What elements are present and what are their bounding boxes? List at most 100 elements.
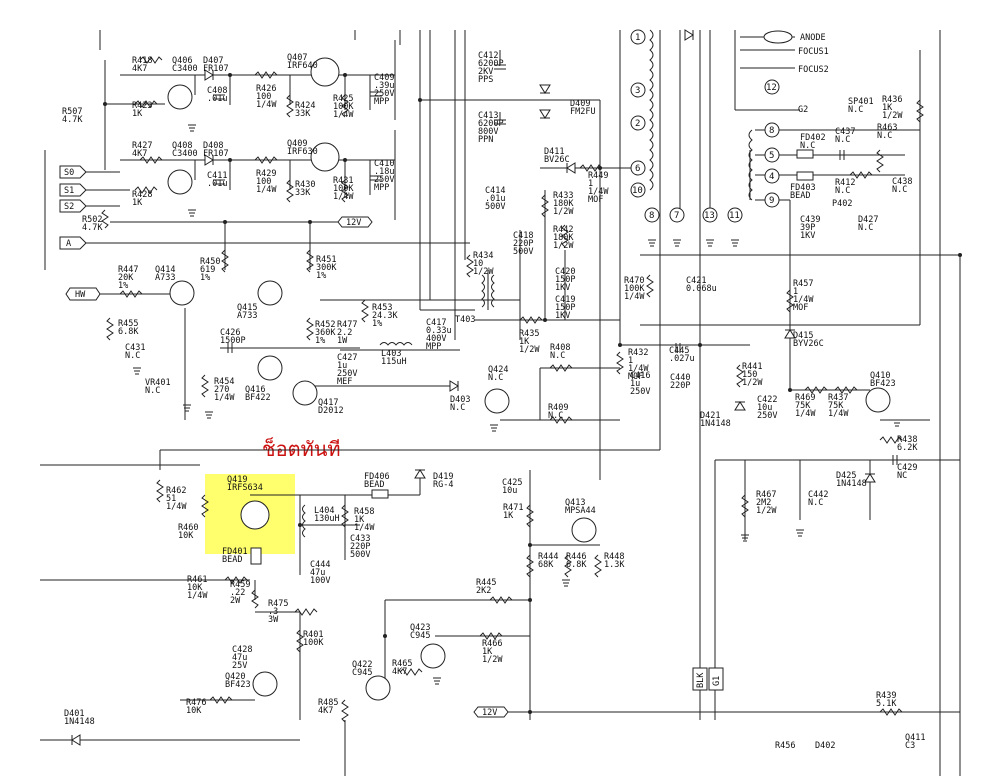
label-focus2: FOCUS2 [798,65,829,75]
svg-text:S2: S2 [64,202,74,212]
net-flag-a: A [59,236,87,250]
svg-text:BLK: BLK [696,672,706,688]
svg-text:S0: S0 [64,168,74,178]
label-focus1: FOCUS1 [798,47,829,57]
net-flag-s1: S1 [59,183,87,197]
anode-arrows [740,30,795,69]
net-flag-12v-top: 12V [337,216,373,228]
annotation-text: ช็อตทันที [262,436,341,461]
svg-text:2: 2 [635,119,640,129]
svg-text:12: 12 [766,83,777,93]
svg-text:6: 6 [635,164,640,174]
component-label-p402: P402 [832,199,852,209]
svg-text:8: 8 [649,211,654,221]
component-label-c408: C408.01u [207,86,227,104]
label-g2: G2 [798,105,808,115]
svg-text:12V: 12V [482,708,497,718]
svg-text:8: 8 [769,126,774,136]
svg-text:7: 7 [674,211,679,221]
svg-text:A: A [66,239,71,249]
svg-text:3: 3 [635,86,640,96]
wires [40,30,961,776]
svg-text:S1: S1 [64,186,74,196]
component-label-c411: C411.01u [207,171,227,189]
label-anode: ANODE [800,33,826,43]
svg-text:G1: G1 [712,676,722,686]
ground-symbols [133,124,901,685]
component-label-d402: D402 [815,741,835,751]
component-label-r456: R456 [775,741,795,751]
net-flag-blk: BLK [692,667,708,691]
svg-text:12V: 12V [346,218,361,228]
svg-text:HW: HW [75,290,86,300]
net-flag-s2: S2 [59,199,87,213]
net-flag-g1: G1 [708,667,724,691]
net-flag-hw: HW [65,287,101,301]
